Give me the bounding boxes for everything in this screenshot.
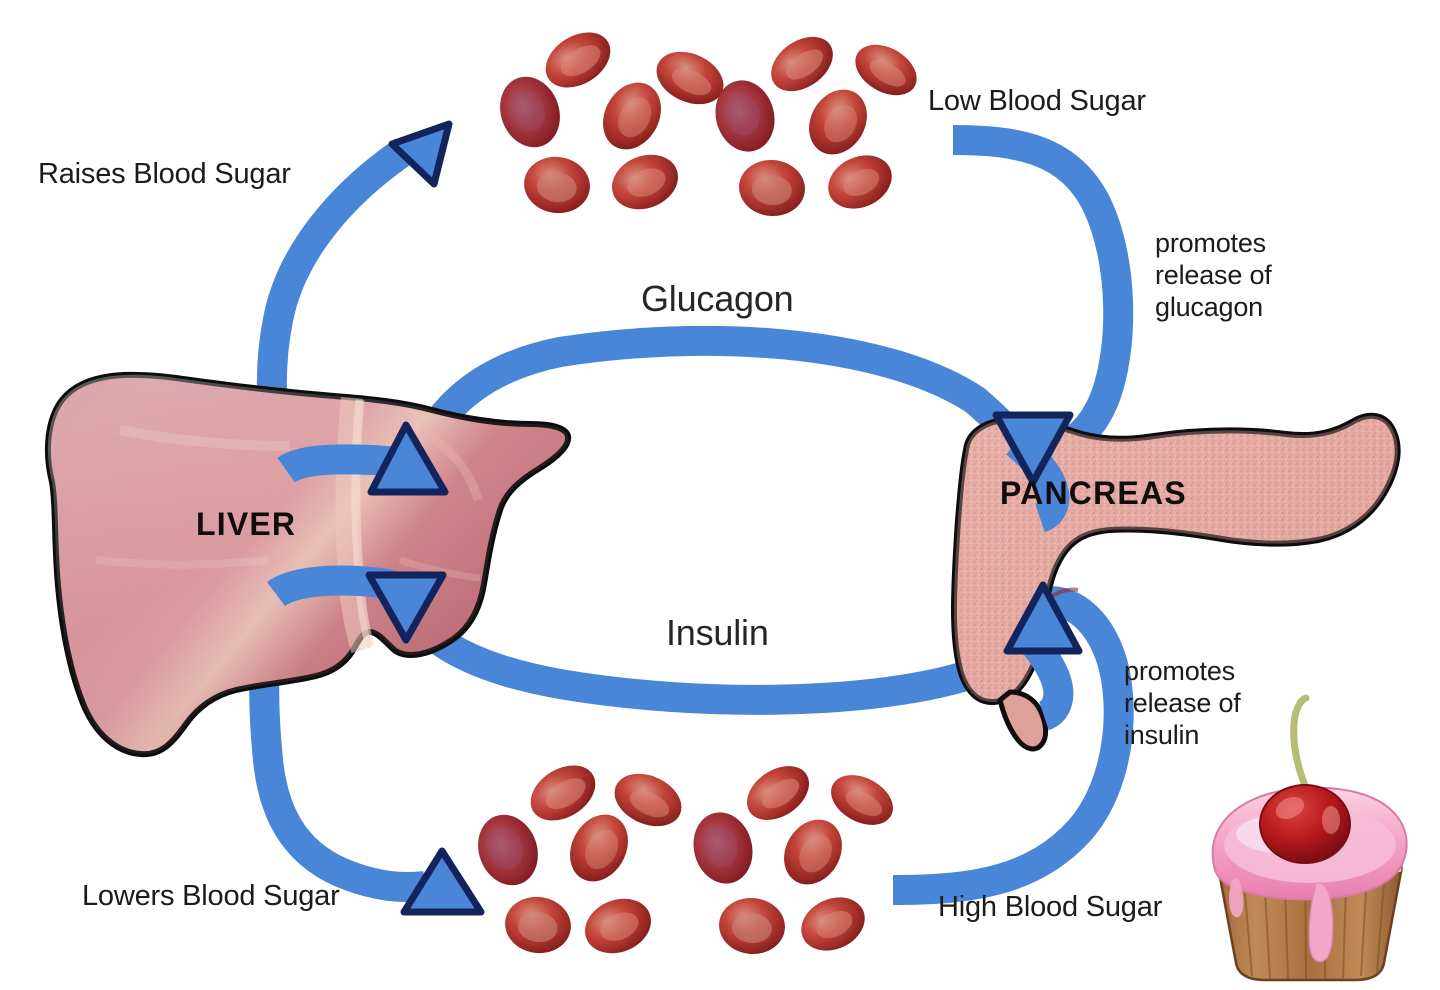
label-pancreas: PANCREAS: [1000, 475, 1187, 511]
red-blood-cell-center: [629, 790, 670, 818]
red-blood-cell-center: [627, 168, 666, 197]
red-blood-cell-center: [546, 778, 586, 810]
liver-fissure-highlight: [351, 399, 375, 648]
red-blood-cell-center: [509, 90, 545, 132]
red-blood-cell-center: [618, 97, 652, 138]
red-blood-cell-center: [786, 49, 824, 80]
label-liver: LIVER: [196, 506, 297, 542]
label-high-blood-sugar: High Blood Sugar: [938, 891, 1163, 923]
red-blood-cell-center: [762, 778, 800, 809]
glucagon-into-liver-arrow: [367, 421, 449, 496]
red-blood-cell-center: [869, 60, 906, 87]
blood-cells-bottom-cluster: [478, 765, 893, 955]
red-blood-cell: [603, 82, 661, 150]
pipe-glucagon: [400, 325, 1030, 475]
cherry-highlight-2: [1322, 806, 1340, 834]
label-raises-blood-sugar: Raises Blood Sugar: [38, 158, 291, 190]
cupcake-illustration: [1211, 694, 1408, 982]
red-blood-cell-center: [487, 828, 523, 870]
label-promotes-release-of-glucagon: promotes release of glucagon: [1155, 228, 1272, 322]
red-blood-cell-center: [671, 68, 712, 96]
raises-blood-sugar-arrow: [388, 120, 453, 188]
insulin-into-liver-arrow: [365, 571, 447, 644]
red-blood-cell: [809, 89, 867, 155]
arrowheads: [365, 120, 1083, 916]
cherry-stem: [1290, 694, 1315, 804]
pipe-high-blood-sugar: [892, 586, 1134, 905]
red-blood-cell-center: [517, 911, 558, 943]
red-blood-cell: [570, 814, 628, 882]
pancreas-tail-nub: [997, 689, 1049, 752]
red-blood-cell-center: [751, 174, 792, 206]
liver-fissure: [335, 396, 373, 654]
red-blood-cell-center: [845, 790, 882, 817]
blood-cells-top-cluster: [500, 32, 917, 217]
red-blood-cell-center: [843, 168, 880, 197]
label-low-blood-sugar: Low Blood Sugar: [928, 85, 1146, 117]
cupcake-frosting-drip: [1308, 882, 1334, 963]
liver-organ: [44, 371, 572, 758]
red-blood-cell-center: [600, 912, 639, 941]
cherry-highlight: [1275, 796, 1305, 820]
red-blood-cell-center: [703, 825, 738, 868]
lowers-blood-sugar-arrow: [400, 847, 485, 916]
red-blood-cell-center: [824, 104, 857, 143]
red-blood-cell: [784, 819, 842, 885]
liver-shading: [47, 374, 569, 755]
label-promotes-release-of-insulin: promotes release of insulin: [1124, 656, 1241, 750]
label-insulin: Insulin: [666, 612, 769, 653]
label-lowers-blood-sugar: Lowers Blood Sugar: [82, 880, 340, 912]
red-blood-cell-center: [816, 910, 853, 939]
liver-texture-2: [95, 556, 269, 569]
red-blood-cell-center: [725, 93, 760, 136]
glucagon-into-pancreas-arrow: [992, 411, 1074, 486]
liver-texture-1: [119, 425, 291, 451]
cupcake-frosting-drip-2: [1229, 878, 1244, 918]
insulin-into-pancreas-arrow: [1003, 581, 1083, 655]
red-blood-cell-center: [799, 834, 832, 873]
red-blood-cell-center: [731, 912, 772, 944]
label-glucagon: Glucagon: [641, 278, 794, 319]
red-blood-cell-center: [561, 45, 601, 77]
red-blood-cell-center: [585, 829, 619, 870]
liver-texture-3: [417, 426, 483, 502]
red-blood-cell-center: [536, 171, 577, 203]
